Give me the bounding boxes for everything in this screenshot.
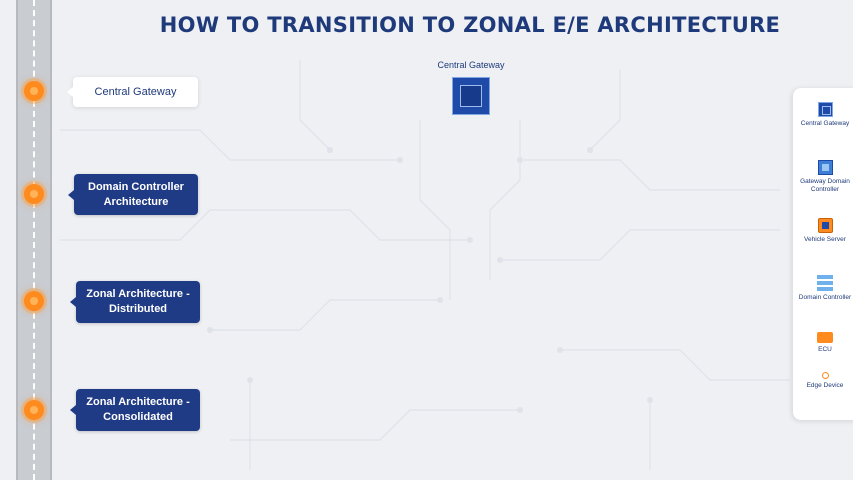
step-label: Central Gateway	[94, 85, 177, 98]
timeline-road-edge-left	[16, 0, 18, 480]
legend-item-vehicle-server: Vehicle Server	[793, 218, 853, 244]
legend-label: Edge Device	[806, 382, 844, 389]
gateway-domain-controller-icon	[817, 160, 833, 175]
step-zonal-distributed-button[interactable]: Zonal Architecture - Distributed	[70, 281, 200, 323]
vehicle-server-icon	[817, 218, 833, 233]
ecu-icon	[817, 332, 833, 343]
step-central-gateway-button[interactable]: Central Gateway	[67, 77, 198, 107]
legend-item-ecu: ECU	[793, 332, 853, 354]
legend-label: Vehicle Server	[804, 236, 846, 243]
timeline-road-edge-right	[50, 0, 52, 480]
timeline-stop-3	[24, 291, 44, 311]
domain-controller-icon	[817, 275, 833, 291]
timeline-road-dash	[33, 0, 35, 480]
page-title: HOW TO TRANSITION TO ZONAL E/E ARCHITECT…	[159, 13, 781, 37]
timeline-stop-4	[24, 400, 44, 420]
legend-panel: Central Gateway Gateway Domain Controlle…	[793, 88, 853, 420]
legend-label: Gateway Domain Controller	[800, 178, 850, 193]
chip-core	[460, 85, 482, 107]
legend-label: ECU	[818, 346, 832, 353]
step-label: Domain Controller Architecture	[88, 180, 184, 208]
legend-item-domain-controller: Domain Controller	[793, 275, 853, 302]
step-zonal-consolidated-button[interactable]: Zonal Architecture - Consolidated	[70, 389, 200, 431]
legend-item-central-gateway: Central Gateway	[793, 102, 853, 128]
legend-label: Central Gateway	[800, 120, 850, 127]
central-gateway-chip-icon[interactable]	[452, 77, 490, 115]
step-label: Zonal Architecture - Distributed	[86, 288, 190, 315]
central-gateway-node-label: Central Gateway	[437, 60, 505, 70]
timeline-stop-2	[24, 184, 44, 204]
edge-device-icon	[821, 372, 829, 379]
central-gateway-icon	[817, 102, 833, 117]
step-domain-controller-button[interactable]: Domain Controller Architecture	[68, 174, 198, 215]
step-label: Zonal Architecture - Consolidated	[86, 396, 190, 423]
legend-item-edge-device: Edge Device	[793, 372, 853, 390]
legend-item-gateway-domain-controller: Gateway Domain Controller	[793, 160, 853, 194]
legend-label: Domain Controller	[798, 294, 852, 301]
timeline-stop-1	[24, 81, 44, 101]
